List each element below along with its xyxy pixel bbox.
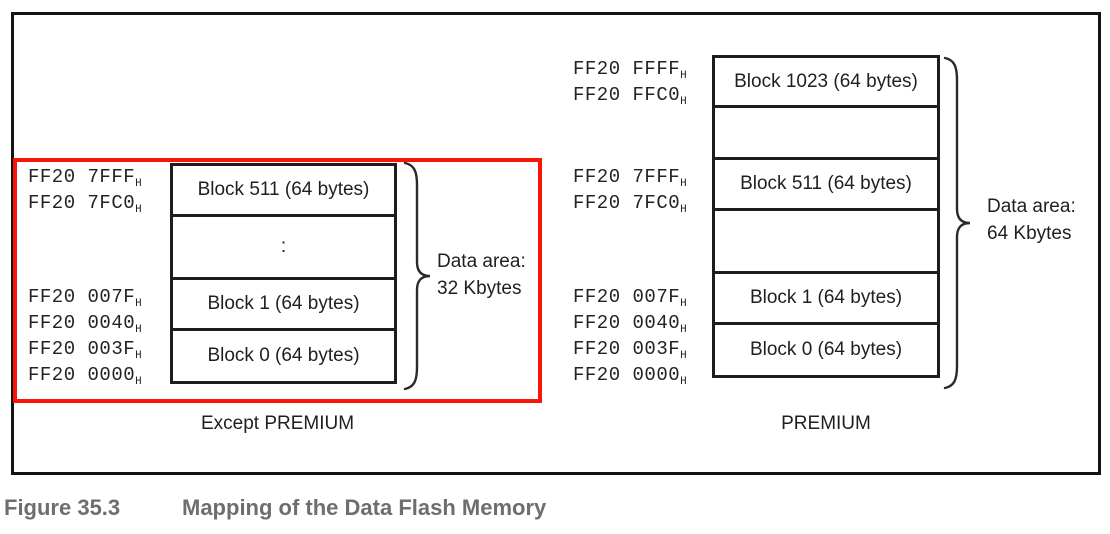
address-subscript: H xyxy=(680,96,687,108)
address-subscript: H xyxy=(680,376,687,388)
address-label: FF20 7FFFH xyxy=(573,166,687,195)
except-premium-highlight-box xyxy=(13,158,542,403)
data-area-line1: Data area: xyxy=(987,196,1076,217)
address-label: FF20 003FH xyxy=(573,338,687,367)
memory-stack-premium: Block 1023 (64 bytes) Block 511 (64 byte… xyxy=(712,55,940,378)
address-text: FF20 FFFF xyxy=(573,58,681,80)
memory-stack-except-premium: Block 511 (64 bytes) : Block 1 (64 bytes… xyxy=(170,163,397,384)
address-subscript: H xyxy=(135,178,142,190)
address-label: FF20 003FH xyxy=(28,338,142,367)
memory-block-empty xyxy=(715,211,937,274)
data-area-label-left: Data area: 32 Kbytes xyxy=(437,248,526,302)
address-text: FF20 7FFF xyxy=(573,166,681,188)
address-text: FF20 7FFF xyxy=(28,166,136,188)
address-text: FF20 0000 xyxy=(28,364,136,386)
memory-block-511: Block 511 (64 bytes) xyxy=(173,166,394,217)
memory-block-label: Block 0 (64 bytes) xyxy=(207,345,360,366)
address-text: FF20 007F xyxy=(28,286,136,308)
figure-title: Mapping of the Data Flash Memory xyxy=(182,495,547,520)
address-label: FF20 007FH xyxy=(28,286,142,315)
address-subscript: H xyxy=(135,350,142,362)
address-text: FF20 0040 xyxy=(28,312,136,334)
memory-block-0: Block 0 (64 bytes) xyxy=(173,331,394,381)
address-text: FF20 0040 xyxy=(573,312,681,334)
memory-block-ellipsis: : xyxy=(173,217,394,280)
address-text: FF20 0000 xyxy=(573,364,681,386)
address-label: FF20 FFFFH xyxy=(573,58,687,87)
variant-label-premium: PREMIUM xyxy=(781,413,871,434)
address-text: FF20 FFC0 xyxy=(573,84,681,106)
curly-brace-icon xyxy=(943,56,971,390)
address-label: FF20 7FFFH xyxy=(28,166,142,195)
address-text: FF20 007F xyxy=(573,286,681,308)
memory-block-0: Block 0 (64 bytes) xyxy=(715,325,937,375)
memory-block-label: Block 511 (64 bytes) xyxy=(197,179,370,200)
address-label: FF20 0000H xyxy=(573,364,687,393)
figure-caption: Figure 35.3 Mapping of the Data Flash Me… xyxy=(0,495,1110,525)
address-subscript: H xyxy=(680,178,687,190)
data-area-line1: Data area: xyxy=(437,251,526,272)
address-label: FF20 7FC0H xyxy=(28,192,142,221)
data-area-line2: 64 Kbytes xyxy=(987,223,1072,244)
memory-block-label: Block 0 (64 bytes) xyxy=(749,339,903,360)
memory-block-1023: Block 1023 (64 bytes) xyxy=(715,58,937,108)
address-subscript: H xyxy=(680,298,687,310)
memory-block-empty xyxy=(715,108,937,160)
address-label: FF20 0000H xyxy=(28,364,142,393)
address-label: FF20 FFC0H xyxy=(573,84,687,113)
ellipsis-dots: : xyxy=(280,236,287,257)
address-subscript: H xyxy=(135,204,142,216)
address-label: FF20 0040H xyxy=(28,312,142,341)
address-subscript: H xyxy=(135,298,142,310)
memory-block-1: Block 1 (64 bytes) xyxy=(715,274,937,325)
memory-block-label: Block 511 (64 bytes) xyxy=(740,173,912,194)
memory-block-1: Block 1 (64 bytes) xyxy=(173,280,394,331)
address-subscript: H xyxy=(135,376,142,388)
address-subscript: H xyxy=(680,324,687,336)
address-subscript: H xyxy=(680,70,687,82)
memory-block-label: Block 1 (64 bytes) xyxy=(207,293,360,314)
memory-block-511: Block 511 (64 bytes) xyxy=(715,160,937,211)
address-text: FF20 7FC0 xyxy=(28,192,136,214)
address-label: FF20 7FC0H xyxy=(573,192,687,221)
address-text: FF20 7FC0 xyxy=(573,192,681,214)
curly-brace-icon xyxy=(403,161,431,391)
memory-block-label: Block 1 (64 bytes) xyxy=(749,287,903,308)
memory-block-label: Block 1023 (64 bytes) xyxy=(734,70,918,92)
address-label: FF20 0040H xyxy=(573,312,687,341)
address-subscript: H xyxy=(680,204,687,216)
data-area-label-right: Data area: 64 Kbytes xyxy=(987,193,1076,247)
figure-number: Figure 35.3 xyxy=(4,495,121,520)
address-subscript: H xyxy=(135,324,142,336)
address-label: FF20 007FH xyxy=(573,286,687,315)
address-text: FF20 003F xyxy=(573,338,681,360)
variant-label-except-premium: Except PREMIUM xyxy=(200,413,355,434)
data-area-line2: 32 Kbytes xyxy=(437,278,522,299)
address-text: FF20 003F xyxy=(28,338,136,360)
address-subscript: H xyxy=(680,350,687,362)
